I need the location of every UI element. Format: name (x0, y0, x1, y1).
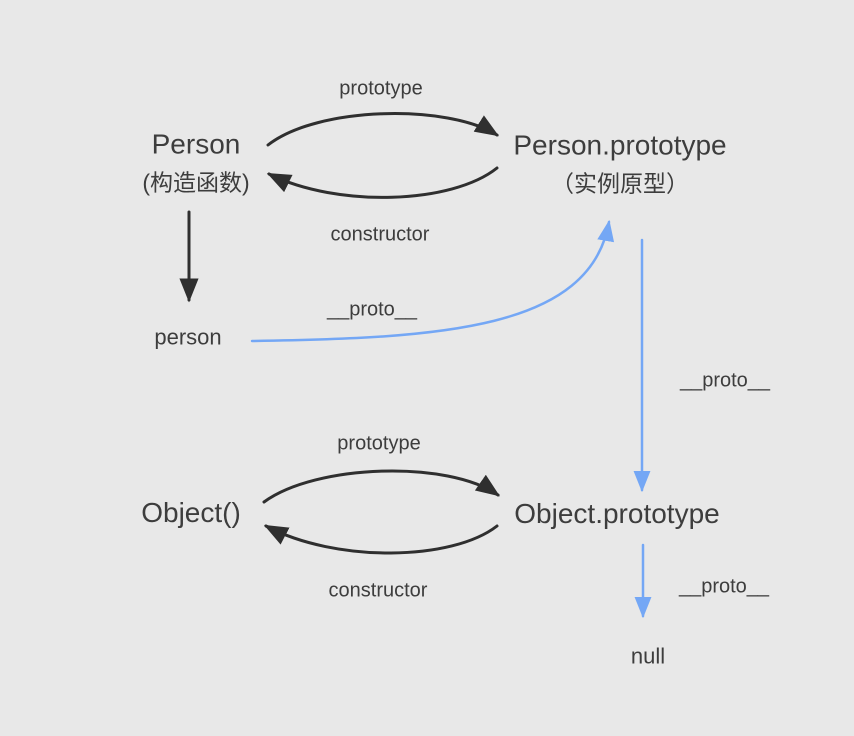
label-constructor-top: constructor (330, 223, 430, 246)
node-person-prototype: Person.prototype （实例原型） (513, 130, 726, 199)
person-constructor-subtitle: (构造函数) (142, 169, 250, 196)
person-constructor-title: Person (151, 128, 241, 160)
node-null: null (630, 643, 666, 669)
label-proto-object-prototype: __proto__ (678, 575, 770, 598)
label-prototype-top: prototype (339, 77, 423, 100)
edge-object-constructor (263, 524, 499, 555)
label-proto-person-instance: __proto__ (326, 298, 418, 321)
person-prototype-subtitle: （实例原型） (551, 170, 689, 197)
node-person-constructor: Person (构造函数) (142, 129, 249, 198)
label-proto-person-prototype: __proto__ (679, 369, 771, 392)
node-object-constructor: Object() (141, 496, 241, 528)
edge-person-prototype (266, 112, 500, 147)
node-person-instance: person (154, 324, 222, 350)
edge-person-constructor (266, 166, 499, 199)
edge-object-prototype (262, 469, 500, 504)
label-prototype-bottom: prototype (337, 432, 421, 455)
node-object-prototype: Object.prototype (514, 497, 720, 529)
edge-person-instance-proto (250, 219, 615, 343)
person-prototype-title: Person.prototype (513, 129, 727, 161)
label-constructor-bottom: constructor (328, 579, 428, 602)
